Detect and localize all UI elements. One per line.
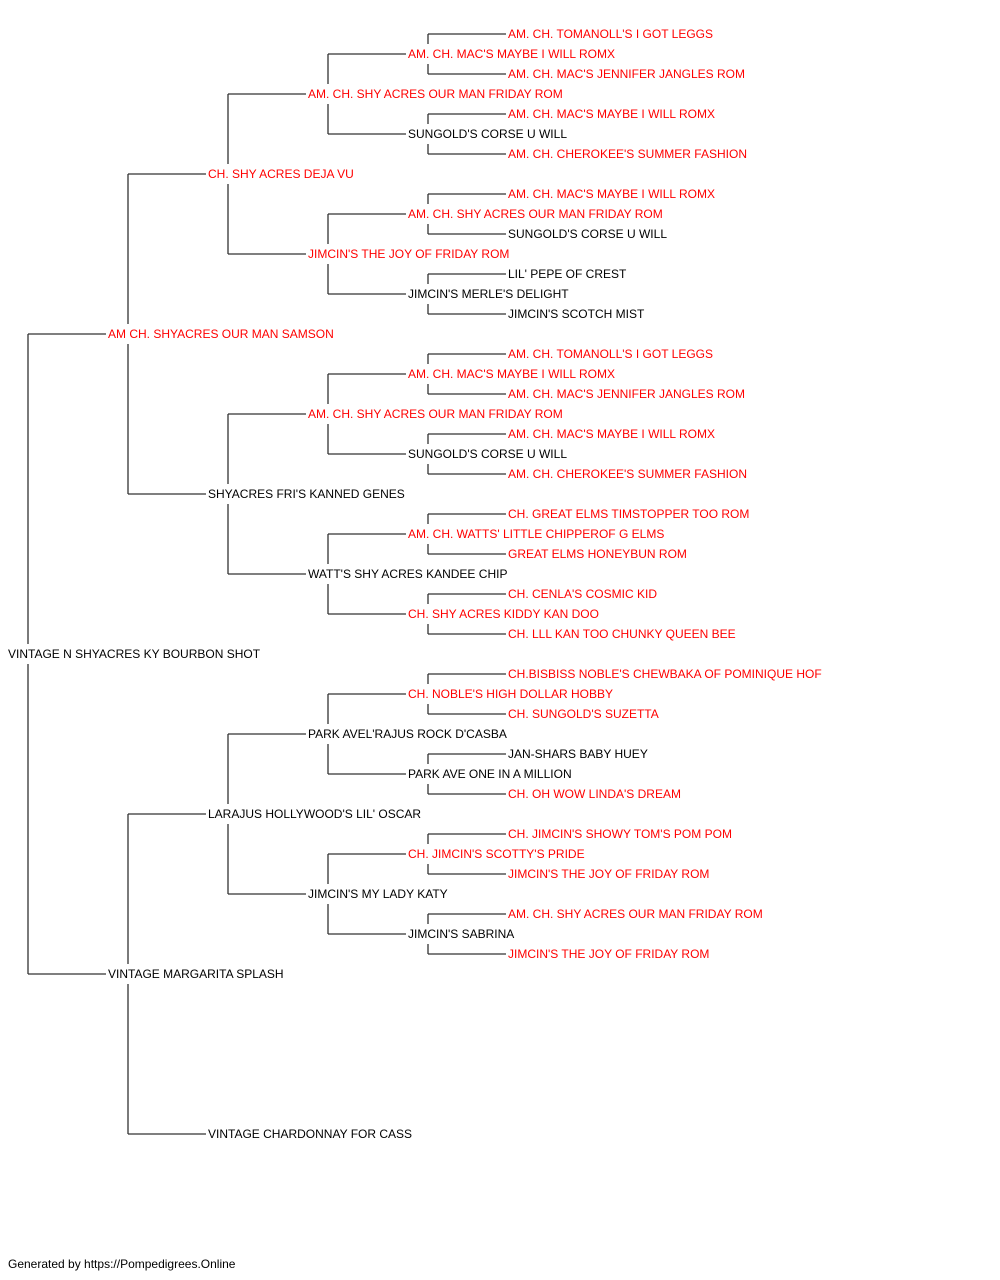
pedigree-dog-name: LIL' PEPE OF CREST — [508, 267, 627, 281]
pedigree-dog-name: AM. CH. MAC'S MAYBE I WILL ROMX — [408, 47, 615, 61]
pedigree-dog-name: JIMCIN'S THE JOY OF FRIDAY ROM — [508, 867, 709, 881]
pedigree-dog-name: JIMCIN'S MY LADY KATY — [308, 887, 448, 901]
pedigree-dog-name: SUNGOLD'S CORSE U WILL — [508, 227, 667, 241]
pedigree-dog-name: AM. CH. MAC'S JENNIFER JANGLES ROM — [508, 67, 745, 81]
pedigree-dog-name: JAN-SHARS BABY HUEY — [508, 747, 648, 761]
pedigree-dog-name: JIMCIN'S SABRINA — [408, 927, 514, 941]
pedigree-dog-name: JIMCIN'S MERLE'S DELIGHT — [408, 287, 569, 301]
pedigree-dog-name: AM. CH. SHY ACRES OUR MAN FRIDAY ROM — [508, 907, 763, 921]
pedigree-dog-name: AM. CH. TOMANOLL'S I GOT LEGGS — [508, 347, 713, 361]
pedigree-dog-name: CH. SHY ACRES DEJA VU — [208, 167, 354, 181]
pedigree-dog-name: AM. CH. WATTS' LITTLE CHIPPEROF G ELMS — [408, 527, 664, 541]
pedigree-dog-name: AM. CH. TOMANOLL'S I GOT LEGGS — [508, 27, 713, 41]
pedigree-dog-name: AM. CH. MAC'S JENNIFER JANGLES ROM — [508, 387, 745, 401]
pedigree-dog-name: AM. CH. SHY ACRES OUR MAN FRIDAY ROM — [408, 207, 663, 221]
pedigree-dog-name: AM. CH. MAC'S MAYBE I WILL ROMX — [508, 427, 715, 441]
pedigree-dog-name: VINTAGE N SHYACRES KY BOURBON SHOT — [8, 647, 261, 661]
pedigree-dog-name: SUNGOLD'S CORSE U WILL — [408, 127, 567, 141]
pedigree-dog-name: CH. SHY ACRES KIDDY KAN DOO — [408, 607, 599, 621]
pedigree-dog-name: JIMCIN'S THE JOY OF FRIDAY ROM — [308, 247, 509, 261]
pedigree-dog-name: LARAJUS HOLLYWOOD'S LIL' OSCAR — [208, 807, 421, 821]
pedigree-dog-name: WATT'S SHY ACRES KANDEE CHIP — [308, 567, 507, 581]
pedigree-dog-name: AM. CH. CHEROKEE'S SUMMER FASHION — [508, 147, 747, 161]
footer-credit: Generated by https://Pompedigrees.Online — [8, 1257, 236, 1271]
pedigree-dog-name: CH. LLL KAN TOO CHUNKY QUEEN BEE — [508, 627, 736, 641]
pedigree-dog-name: CH. JIMCIN'S SCOTTY'S PRIDE — [408, 847, 585, 861]
pedigree-dog-name: AM. CH. SHY ACRES OUR MAN FRIDAY ROM — [308, 87, 563, 101]
pedigree-dog-name: JIMCIN'S SCOTCH MIST — [508, 307, 645, 321]
pedigree-dog-name: SHYACRES FRI'S KANNED GENES — [208, 487, 405, 501]
pedigree-dog-name: SUNGOLD'S CORSE U WILL — [408, 447, 567, 461]
pedigree-dog-name: GREAT ELMS HONEYBUN ROM — [508, 547, 687, 561]
pedigree-dog-name: CH. OH WOW LINDA'S DREAM — [508, 787, 681, 801]
pedigree-dog-name: AM CH. SHYACRES OUR MAN SAMSON — [108, 327, 334, 341]
pedigree-dog-name: JIMCIN'S THE JOY OF FRIDAY ROM — [508, 947, 709, 961]
pedigree-dog-name: CH. CENLA'S COSMIC KID — [508, 587, 657, 601]
pedigree-dog-name: PARK AVE ONE IN A MILLION — [408, 767, 572, 781]
pedigree-dog-name: AM. CH. MAC'S MAYBE I WILL ROMX — [408, 367, 615, 381]
pedigree-dog-name: AM. CH. MAC'S MAYBE I WILL ROMX — [508, 107, 715, 121]
pedigree-dog-name: PARK AVEL'RAJUS ROCK D'CASBA — [308, 727, 507, 741]
pedigree-dog-name: CH. JIMCIN'S SHOWY TOM'S POM POM — [508, 827, 732, 841]
pedigree-dog-name: CH. GREAT ELMS TIMSTOPPER TOO ROM — [508, 507, 749, 521]
pedigree-dog-name: AM. CH. MAC'S MAYBE I WILL ROMX — [508, 187, 715, 201]
pedigree-dog-name: CH. NOBLE'S HIGH DOLLAR HOBBY — [408, 687, 613, 701]
pedigree-dog-name: AM. CH. SHY ACRES OUR MAN FRIDAY ROM — [308, 407, 563, 421]
pedigree-dog-name: CH.BISBISS NOBLE'S CHEWBAKA OF POMINIQUE… — [508, 667, 822, 681]
pedigree-dog-name: CH. SUNGOLD'S SUZETTA — [508, 707, 659, 721]
pedigree-dog-name: AM. CH. CHEROKEE'S SUMMER FASHION — [508, 467, 747, 481]
pedigree-dog-name: VINTAGE MARGARITA SPLASH — [108, 967, 284, 981]
pedigree-dog-name: VINTAGE CHARDONNAY FOR CASS — [208, 1127, 412, 1141]
